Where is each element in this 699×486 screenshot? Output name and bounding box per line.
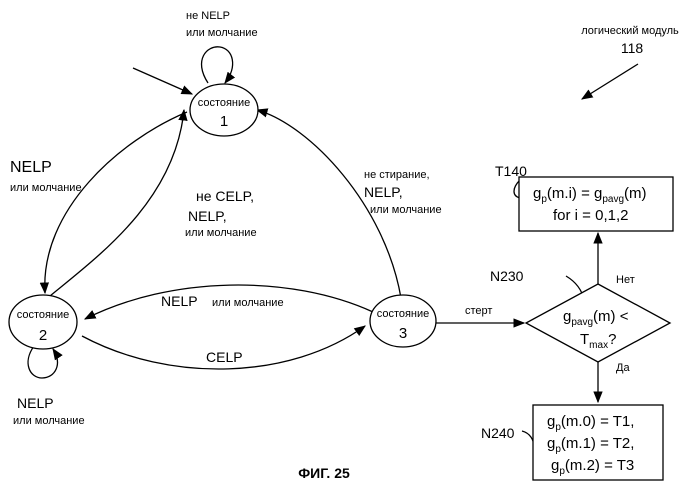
label-right-nelp: NELP, [364,184,403,200]
label-self2-silence: или молчание [13,415,85,427]
state-2-number: 2 [39,327,47,344]
label-yes: Да [616,362,630,374]
label-erased: стерт [465,305,492,317]
self-loop-state-1 [202,47,233,83]
state-1: состояние 1 [190,84,258,136]
label-right-not-erasure: не стирание, [364,169,430,181]
t140-line2: for i = 0,1,2 [553,207,628,224]
state-1-number: 1 [220,113,228,130]
n240-ref: N240 [481,425,515,441]
label-inner-silence: или молчание [185,227,257,239]
figure-caption: ФИГ. 25 [298,465,350,481]
logic-module-number: 118 [621,40,644,56]
state-3: состояние 3 [370,295,436,347]
state-1-label: состояние [198,97,251,109]
state-3-number: 3 [399,325,407,342]
logic-module-pointer-arrow [582,64,638,99]
label-left-silence: или молчание [10,182,82,194]
label-left-nelp: NELP [10,159,52,176]
label-no: Нет [616,274,635,286]
arc-state2-to-state1 [50,110,184,296]
label-top-silence: или молчание [212,297,284,309]
state-2: состояние 2 [9,295,77,349]
n240-leader [522,431,534,447]
label-top-nelp: NELP [161,293,198,309]
label-inner-nelp: NELP, [188,208,227,224]
label-inner-not-celp: не CELP, [196,188,254,204]
self-loop-1-label-bottom: или молчание [186,27,258,39]
entry-arrow [133,68,192,94]
state-2-label: состояние [17,309,70,321]
self-loop-1-label-top: не NELP [186,10,230,22]
logic-module-label: логический модуль [581,25,679,37]
label-bottom-celp: CELP [206,349,243,365]
n230-ref: N230 [490,268,524,284]
arc-state1-to-state2 [45,112,187,293]
self-loop-state-2 [28,346,57,378]
label-right-silence: или молчание [370,204,442,216]
label-self2-nelp: NELP [17,395,54,411]
state-3-label: состояние [377,308,430,320]
